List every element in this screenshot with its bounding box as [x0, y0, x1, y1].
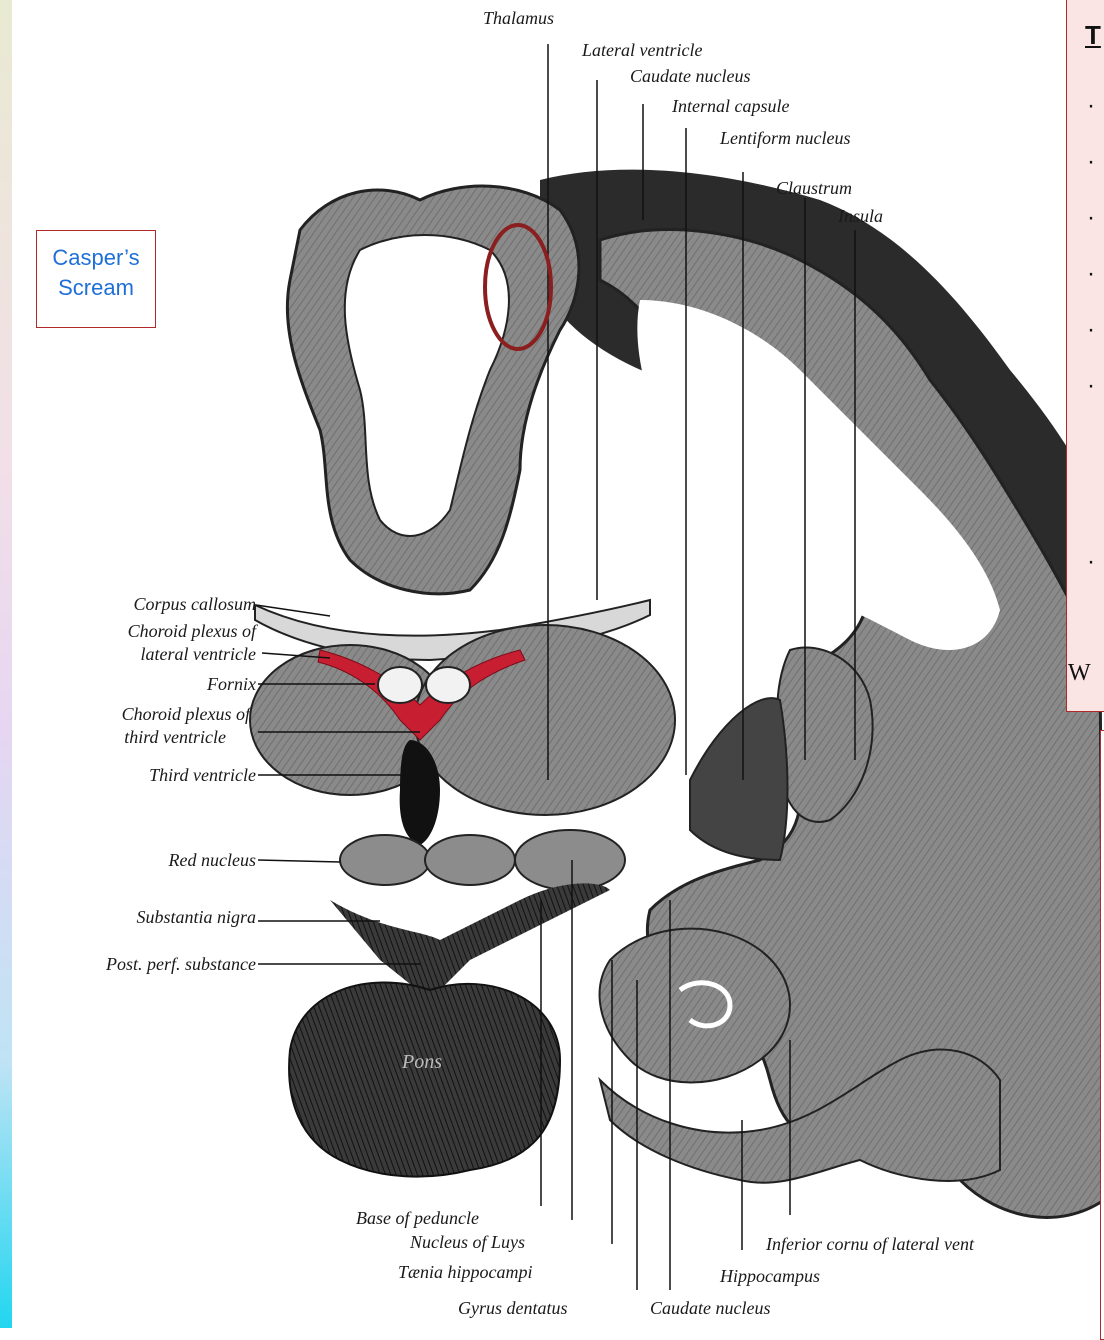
side-panel-bullet-7: ·	[1087, 548, 1095, 576]
red-nucleus-left	[340, 835, 430, 885]
label-lentiform-nucleus: Lentiform nucleus	[720, 128, 851, 148]
lentiform-nucleus	[690, 698, 788, 860]
label-post-perf-substance: Post. perf. substance	[0, 954, 256, 974]
fornix-right	[426, 667, 470, 703]
callout-line-2: Scream	[37, 273, 155, 303]
side-panel-bullet-3: ·	[1087, 204, 1095, 232]
pons	[289, 983, 560, 1177]
label-nucleus-of-luys: Nucleus of Luys	[410, 1232, 525, 1252]
side-panel-bullet-5: ·	[1087, 316, 1095, 344]
label-insula: Insula	[838, 206, 883, 226]
label-caudate-nucleus-top: Caudate nucleus	[630, 66, 750, 86]
label-choroid-third-2: third ventricle	[20, 727, 226, 747]
label-base-of-peduncle: Base of peduncle	[356, 1208, 479, 1228]
side-panel-footer: W	[1068, 660, 1091, 687]
label-corpus-callosum: Corpus callosum	[50, 594, 256, 614]
side-lower-panel	[1100, 730, 1104, 1340]
label-inferior-cornu: Inferior cornu of lateral vent	[766, 1234, 974, 1254]
side-notes-panel: T · · · · · · ·	[1066, 0, 1104, 712]
callout-line-1: Casper’s	[37, 243, 155, 273]
label-hippocampus: Hippocampus	[720, 1266, 820, 1286]
red-nucleus-right	[425, 835, 515, 885]
label-third-ventricle: Third ventricle	[50, 765, 256, 785]
subthalamic-right	[515, 830, 625, 890]
hippocampus-region	[600, 929, 790, 1083]
label-caudate-nucleus-bottom: Caudate nucleus	[650, 1298, 770, 1318]
side-panel-bullet-4: ·	[1087, 260, 1095, 288]
side-panel-bullet-6: ·	[1087, 372, 1095, 400]
side-panel-bullet-1: ·	[1087, 92, 1095, 120]
thalamus-right	[415, 625, 675, 815]
side-panel-bullet-2: ·	[1087, 148, 1095, 176]
label-thalamus: Thalamus	[483, 8, 554, 28]
label-gyrus-dentatus: Gyrus dentatus	[458, 1298, 568, 1318]
label-choroid-lateral-1: Choroid plexus of	[50, 621, 256, 641]
label-fornix: Fornix	[50, 674, 256, 694]
label-choroid-third-1: Choroid plexus of	[20, 704, 250, 724]
label-lateral-ventricle: Lateral ventricle	[582, 40, 702, 60]
caspers-scream-callout: Casper’s Scream	[36, 230, 156, 328]
label-pons: Pons	[402, 1052, 442, 1072]
label-taenia-hippocampi: Tænia hippocampi	[398, 1262, 533, 1282]
label-red-nucleus: Red nucleus	[50, 850, 256, 870]
label-internal-capsule: Internal capsule	[672, 96, 789, 116]
side-panel-title: T	[1085, 20, 1101, 51]
label-choroid-lateral-2: lateral ventricle	[50, 644, 256, 664]
label-substantia-nigra: Substantia nigra	[20, 907, 256, 927]
label-claustrum: Claustrum	[776, 178, 852, 198]
fornix-left	[378, 667, 422, 703]
